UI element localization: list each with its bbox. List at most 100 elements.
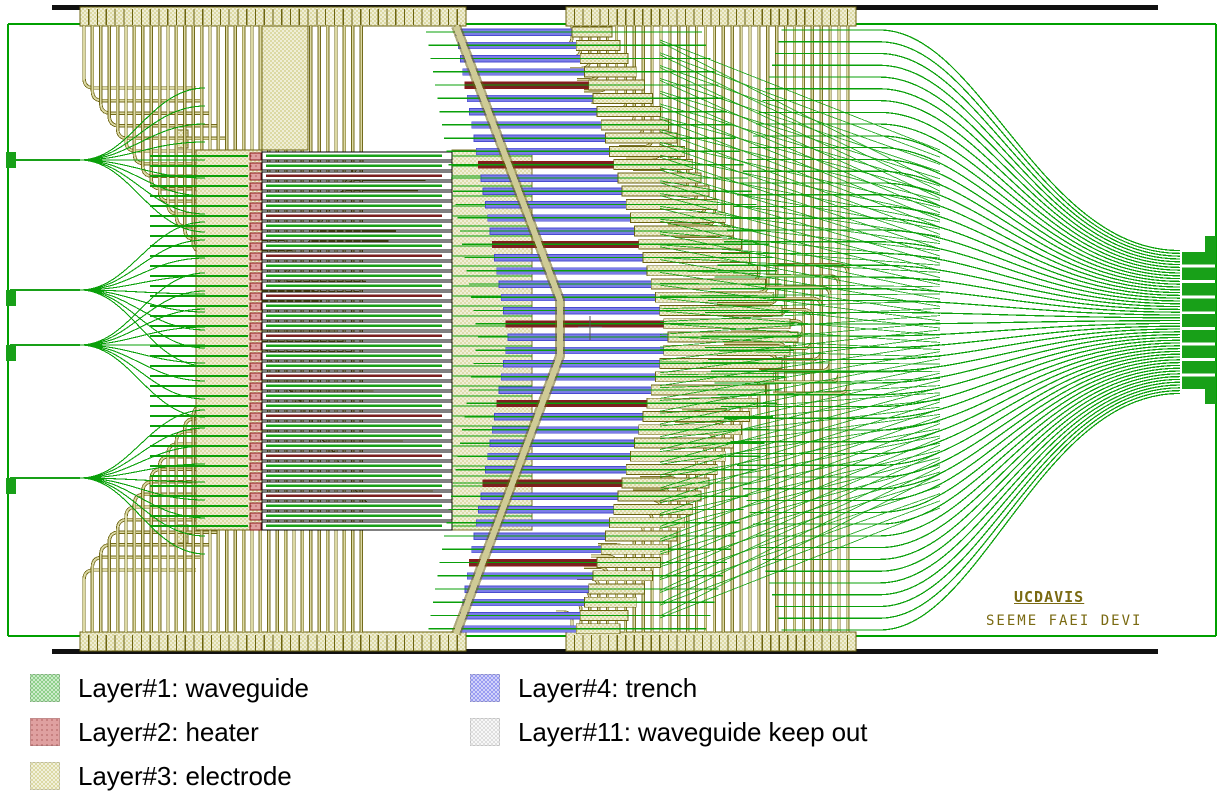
mzi-arm: [266, 294, 442, 298]
crossing-waveguide: [659, 154, 941, 216]
splitter-branch: [79, 427, 206, 479]
heater-pad: [249, 252, 262, 261]
edge-coupler: [1182, 360, 1216, 374]
crossing-waveguide: [659, 307, 941, 323]
crossing-waveguide: [659, 79, 941, 207]
crossing-waveguide: [659, 336, 941, 374]
crossing-waveguide: [659, 41, 941, 185]
alignment-mark: [6, 290, 16, 306]
edge-coupler: [1182, 314, 1216, 327]
crossing-waveguide: [659, 297, 941, 329]
mzi-arm: [266, 324, 442, 328]
crossing-waveguide: [659, 105, 941, 221]
fanout-waveguide: [749, 146, 1181, 280]
legend-entry-layer-11: Layer#11: waveguide keep out: [470, 710, 868, 754]
crossing-waveguide: [659, 459, 941, 591]
heater-pad: [249, 322, 262, 331]
fanout-waveguide: [717, 336, 1181, 396]
mzi-arm: [266, 404, 442, 408]
crossing-waveguide: [659, 444, 941, 566]
crossing-waveguide: [659, 399, 941, 427]
fanout-waveguide: [701, 322, 1181, 337]
crossing-waveguide: [659, 231, 941, 259]
mzi-arm: [266, 184, 442, 188]
heater-pad: [249, 152, 262, 161]
mzi-array: [150, 151, 532, 531]
mzi-arm: [266, 464, 442, 468]
crossing-waveguide: [659, 335, 941, 351]
mzi-arm: [266, 264, 442, 268]
fanout-waveguide: [756, 123, 1181, 274]
crossing-waveguide: [659, 507, 941, 619]
crossing-waveguide: [659, 244, 941, 266]
splitter-branch: [79, 477, 206, 555]
mzi-arm: [266, 434, 442, 438]
crossing-waveguide: [659, 293, 941, 297]
crossing-waveguide: [659, 54, 941, 192]
fanout-waveguide: [704, 325, 1181, 349]
heater-pad: [249, 332, 262, 341]
staircase-edge-fill: [453, 24, 563, 636]
crossing-waveguide: [659, 435, 941, 491]
heater-pad: [249, 222, 262, 231]
legend-label-layer-1: Layer#1: waveguide: [78, 673, 309, 703]
mzi-arm: [266, 454, 442, 458]
splitter-trees-left: [10, 87, 206, 555]
mzi-arm: [266, 174, 442, 178]
trench-staircase: [426, 24, 799, 636]
fanout-waveguide: [749, 364, 1181, 514]
splitter-branch: [79, 344, 206, 418]
heater-pad: [249, 412, 262, 421]
crossing-waveguide: [659, 169, 941, 257]
mzi-arm: [266, 354, 442, 358]
heater-pad: [249, 262, 262, 271]
mzi-arm: [266, 274, 442, 278]
fanout-waveguide: [711, 288, 1181, 313]
pad-divider-lines: [88, 9, 849, 651]
mzi-arm: [266, 194, 442, 198]
splitter-branch: [79, 409, 206, 479]
fanout-waveguide: [752, 135, 1181, 277]
crossing-waveguide: [659, 118, 941, 228]
crossing-waveguide: [659, 246, 941, 300]
fanout-waveguide: [733, 205, 1181, 294]
crossing-waveguide: [659, 428, 941, 478]
crossing-waveguide: [659, 478, 941, 568]
fanout-waveguide: [711, 331, 1181, 372]
crossing-waveguide: [659, 457, 941, 529]
mzi-arm: [266, 484, 442, 488]
fanout-waveguide: [746, 158, 1181, 283]
legend-swatch-layer-4: [470, 674, 500, 702]
mzi-arm: [266, 444, 442, 448]
mask-layout-canvas[interactable]: UCDAVIS SEEME FAEI DEVI: [0, 0, 1224, 658]
mzi-arm: [266, 284, 442, 288]
mzi-arm: [266, 334, 442, 338]
crossing-waveguide: [659, 282, 941, 288]
crossing-waveguide: [659, 65, 941, 165]
heater-pad: [249, 182, 262, 191]
crossing-waveguide: [659, 131, 941, 235]
alignment-mark: [6, 478, 16, 494]
fanout-waveguide: [768, 381, 1181, 584]
fanout-waveguide: [775, 387, 1181, 608]
electrode-trace-fill: [759, 286, 831, 632]
heater-pad: [249, 192, 262, 201]
mzi-arm: [266, 394, 442, 398]
splitter-branch: [79, 477, 206, 483]
edge-coupler-array: [6, 152, 1216, 494]
crossing-waveguide: [659, 284, 941, 322]
crossing-waveguide: [659, 207, 941, 279]
heater-pad: [249, 522, 262, 531]
splitter-branch: [79, 221, 206, 291]
heater-pad: [249, 212, 262, 221]
mzi-arm: [266, 344, 442, 348]
heater-pad: [249, 442, 262, 451]
splitter-branch: [79, 463, 206, 479]
fanout-waveguide: [708, 299, 1181, 316]
crossing-waveguide: [659, 233, 941, 293]
edge-coupler: [1182, 283, 1216, 296]
splitter-branch: [79, 445, 206, 479]
crossing-waveguide: [659, 167, 941, 223]
fanout-waveguide: [717, 264, 1181, 308]
